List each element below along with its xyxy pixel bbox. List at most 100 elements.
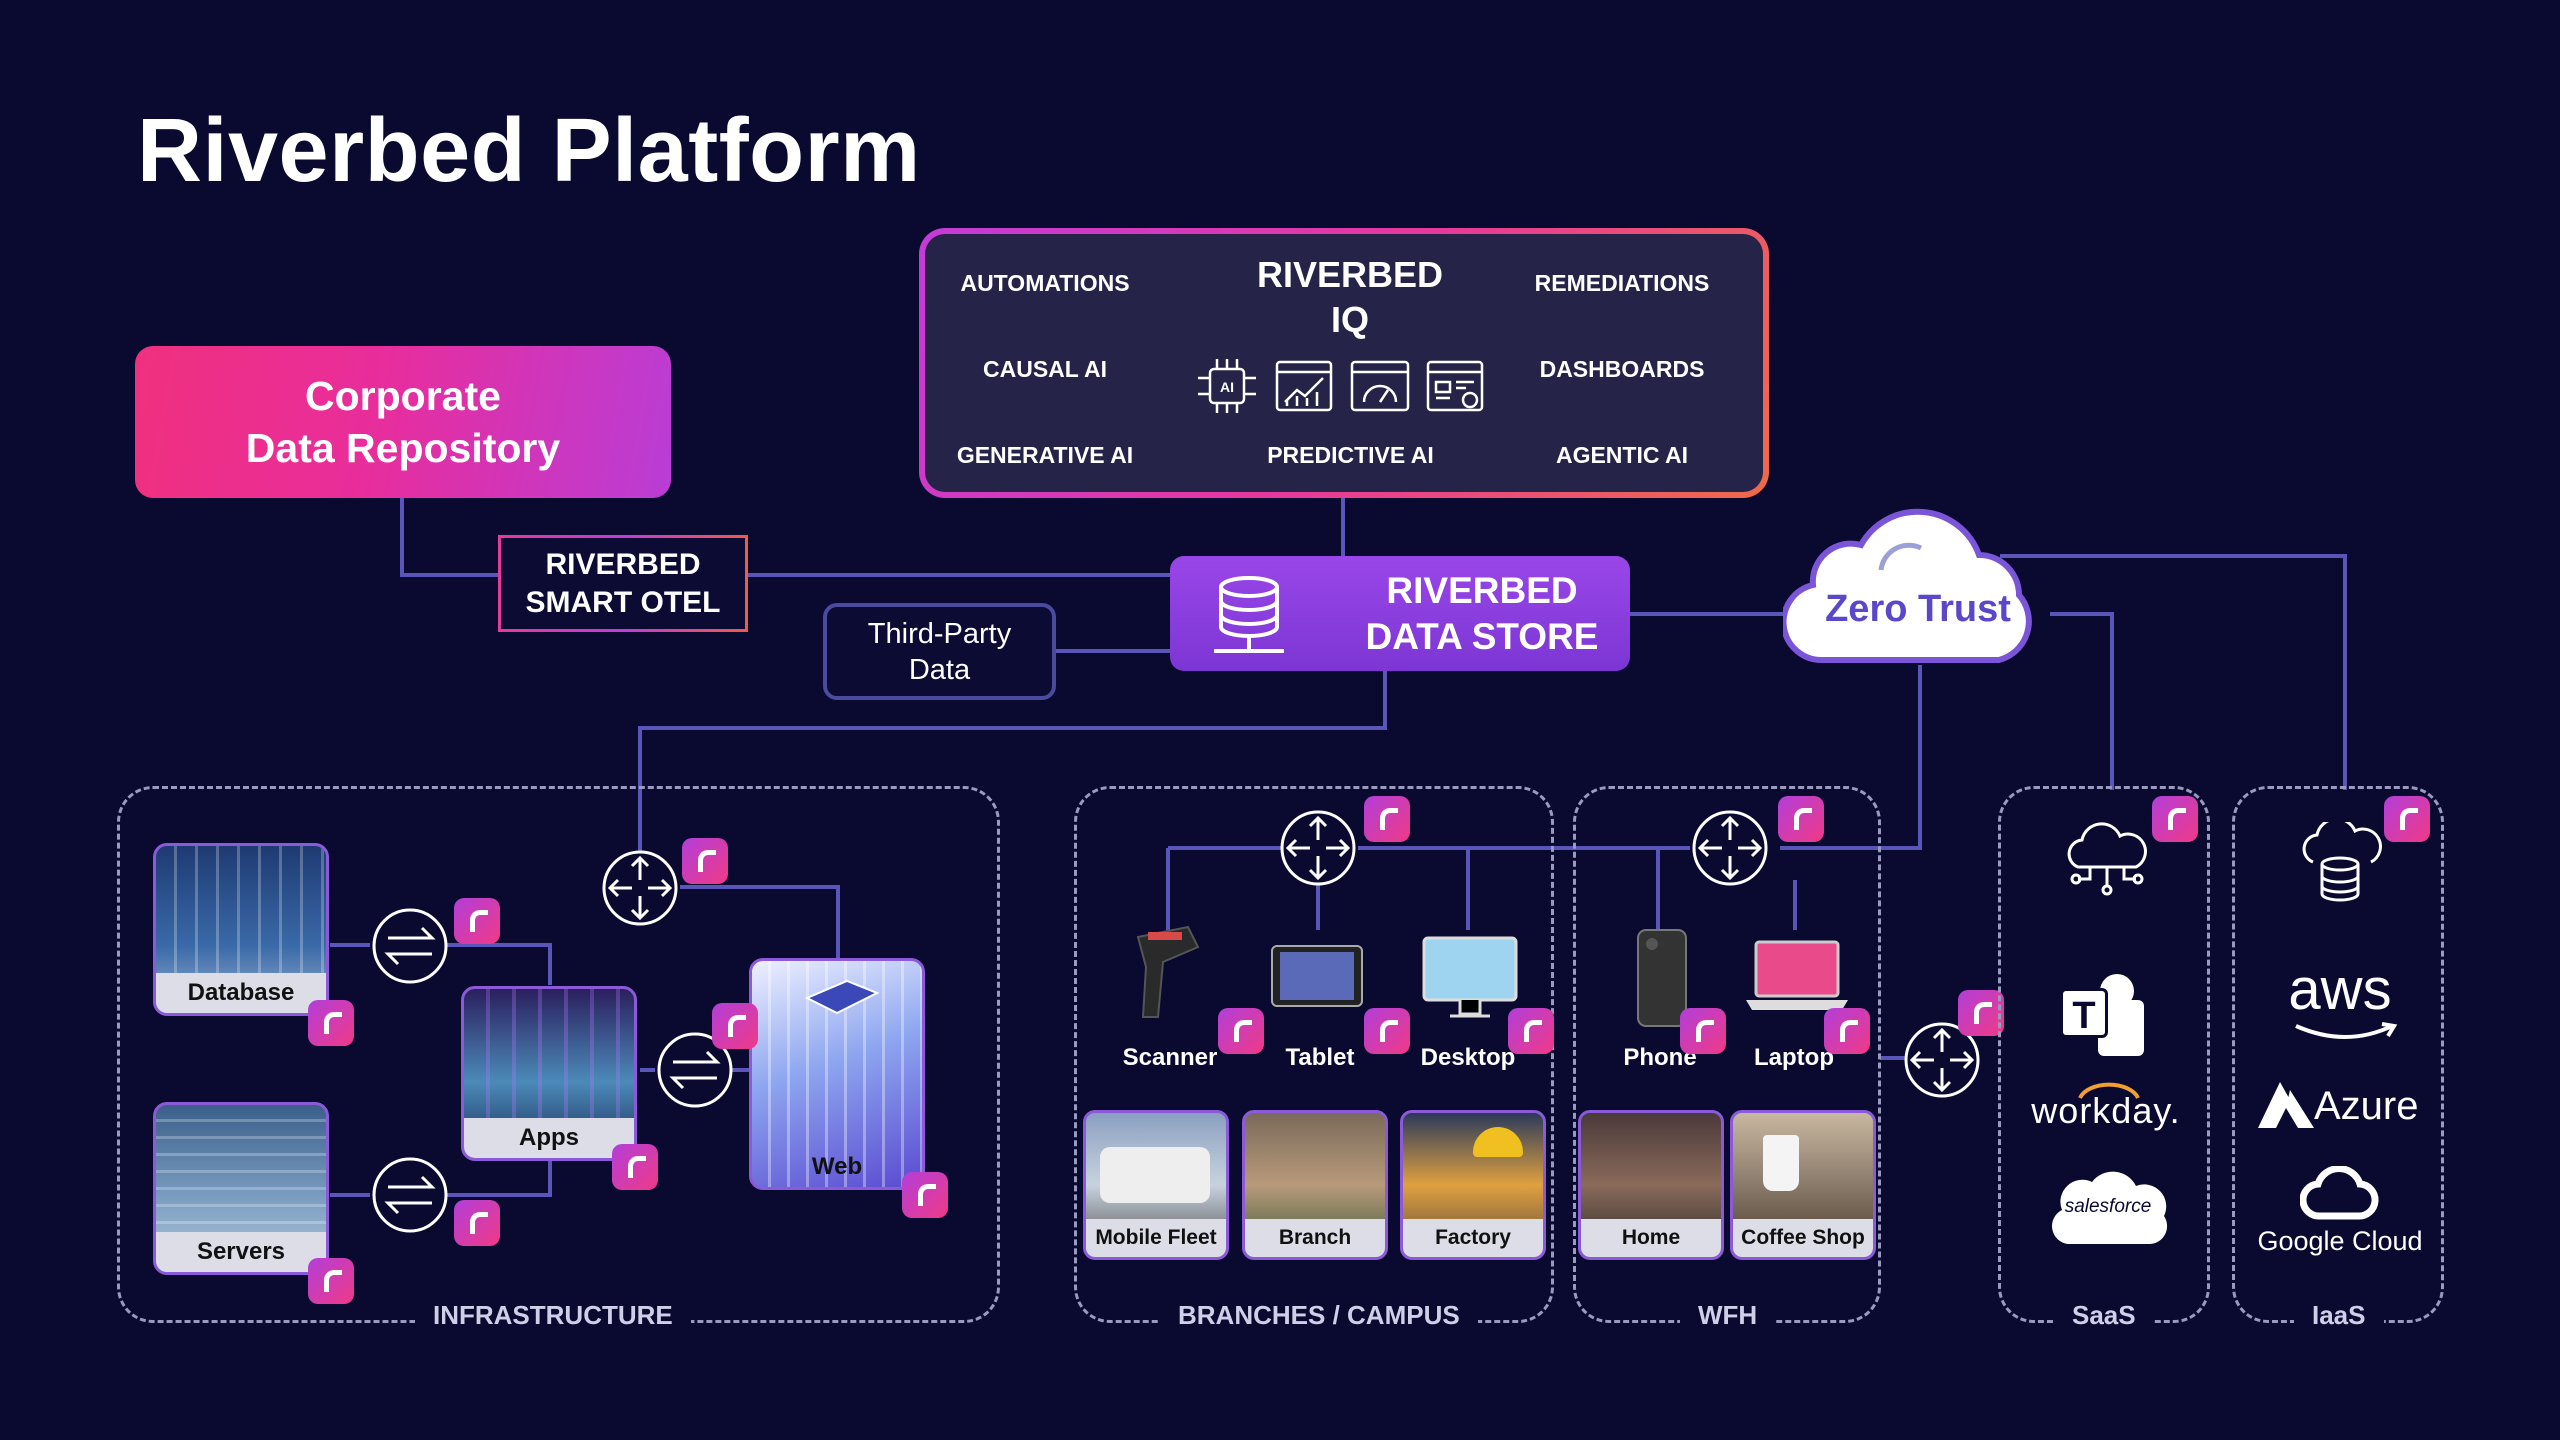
home-label: Home (1581, 1219, 1721, 1257)
smart-otel-line2: SMART OTEL (525, 585, 721, 619)
smartphone-icon (1637, 929, 1687, 1027)
chart-icon (1275, 360, 1333, 412)
laptop-label: Laptop (1754, 1044, 1834, 1071)
saas-label: SaaS (2054, 1300, 2154, 1331)
riverbed-badge-icon (1824, 1008, 1870, 1054)
mobile-fleet-photo: Mobile Fleet (1083, 1110, 1229, 1260)
ai-chip-icon: AI (1198, 359, 1256, 413)
iaas-label: IaaS (2294, 1300, 2384, 1331)
apps-server: Apps (461, 986, 637, 1161)
tablet-label: Tablet (1285, 1044, 1355, 1071)
riverbed-badge-icon (1364, 796, 1410, 842)
iq-icons: AI (1198, 359, 1484, 413)
riverbed-badge-icon (682, 838, 728, 884)
riverbed-badge-icon (2152, 796, 2198, 842)
zero-trust-cloud (1783, 508, 2032, 664)
iq-remediations: REMEDIATIONS (1534, 270, 1710, 296)
coffee-shop-photo: Coffee Shop (1730, 1110, 1876, 1260)
zero-trust-label: Zero Trust (1825, 588, 2011, 630)
router-icon (602, 850, 678, 926)
microsoft-teams-logo: T (2060, 970, 2150, 1060)
iq-title-line2: IQ (1330, 299, 1369, 340)
factory-label: Factory (1403, 1219, 1543, 1257)
branch-label: Branch (1245, 1219, 1385, 1257)
iq-agentic-ai: AGENTIC AI (1555, 442, 1689, 468)
corporate-data-repository: Corporate Data Repository (135, 346, 671, 498)
riverbed-smart-otel: RIVERBED SMART OTEL (498, 535, 748, 632)
gauge-icon (1350, 360, 1410, 412)
third-party-data: Third-Party Data (823, 603, 1056, 700)
aws-logo: aws (2288, 957, 2392, 1022)
riverbed-badge-icon (1508, 1008, 1554, 1054)
factory-photo: Factory (1400, 1110, 1546, 1260)
azure-logo: Azure (2250, 1076, 2430, 1136)
sync-arrows-icon (372, 908, 448, 984)
salesforce-logo: salesforce (2046, 1166, 2170, 1252)
data-store-line2: DATA STORE (1365, 615, 1599, 657)
infrastructure-label: INFRASTRUCTURE (415, 1300, 691, 1331)
branch-photo: Branch (1242, 1110, 1388, 1260)
scanner-label: Scanner (1122, 1044, 1218, 1071)
iq-dashboards: DASHBOARDS (1539, 356, 1705, 382)
router-icon (1280, 810, 1356, 886)
riverbed-iq-panel: AUTOMATIONS RIVERBED IQ REMEDIATIONS CAU… (919, 228, 1769, 498)
desktop-monitor-icon (1422, 936, 1518, 1018)
router-icon (1692, 810, 1768, 886)
iq-causal-ai: CAUSAL AI (983, 356, 1107, 382)
riverbed-badge-icon (454, 898, 500, 944)
iq-automations: AUTOMATIONS (960, 270, 1130, 296)
database-label: Database (156, 973, 326, 1013)
salesforce-text: salesforce (2064, 1196, 2152, 1217)
salesforce-cloud-icon (2052, 1171, 2168, 1245)
riverbed-badge-icon (2384, 796, 2430, 842)
riverbed-badge-icon (1778, 796, 1824, 842)
riverbed-badge-icon (712, 1003, 758, 1049)
svg-text:AI: AI (1220, 379, 1234, 395)
iq-title: RIVERBED IQ (1230, 252, 1470, 342)
branches-campus-label: BRANCHES / CAMPUS (1160, 1300, 1478, 1331)
google-cloud-text: Google Cloud (2257, 1226, 2423, 1256)
barcode-scanner-icon (1136, 925, 1200, 1018)
mobile-fleet-label: Mobile Fleet (1086, 1219, 1226, 1257)
corporate-repo-line2: Data Repository (245, 425, 561, 471)
riverbed-badge-icon (612, 1144, 658, 1190)
database-icon (1214, 575, 1284, 653)
tablet-icon (1271, 945, 1363, 1007)
azure-text: Azure (2314, 1084, 2419, 1128)
google-cloud-icon (2300, 1166, 2379, 1220)
data-store-line1: RIVERBED (1386, 569, 1578, 611)
third-party-line1: Third-Party (867, 617, 1012, 650)
servers: Servers (153, 1102, 329, 1275)
iq-title-line1: RIVERBED (1256, 254, 1444, 295)
web-label: Web (811, 1153, 863, 1180)
laptop-icon (1746, 940, 1848, 1010)
sync-arrows-icon (657, 1032, 733, 1108)
data-store-label: RIVERBED DATA STORE (1294, 568, 1630, 660)
corporate-repo-line1: Corporate (305, 373, 501, 419)
riverbed-badge-icon (1364, 1008, 1410, 1054)
aws-smile-icon (2295, 1022, 2398, 1039)
settings-panel-icon (1426, 360, 1484, 412)
apps-label: Apps (464, 1118, 634, 1158)
riverbed-badge-icon (308, 1258, 354, 1304)
azure-icon (2258, 1082, 2314, 1128)
page-title: Riverbed Platform (137, 101, 921, 201)
workday-arc-icon (2078, 1082, 2140, 1099)
database-server: Database (153, 843, 329, 1016)
iq-predictive-ai: PREDICTIVE AI (1267, 442, 1434, 468)
smart-otel-line1: RIVERBED (545, 547, 701, 581)
google-cloud-logo: Google Cloud (2248, 1166, 2432, 1266)
cloud-database-icon (2302, 822, 2382, 902)
cloud-network-icon (2067, 822, 2147, 896)
router-icon (1904, 1022, 1980, 1098)
wfh-label: WFH (1680, 1300, 1776, 1331)
riverbed-badge-icon (454, 1200, 500, 1246)
riverbed-badge-icon (1958, 990, 2004, 1036)
teams-letter: T (2060, 988, 2108, 1038)
riverbed-data-store: RIVERBED DATA STORE (1170, 556, 1630, 671)
riverbed-badge-icon (1218, 1008, 1264, 1054)
desktop-label: Desktop (1420, 1044, 1516, 1071)
riverbed-badge-icon (902, 1172, 948, 1218)
